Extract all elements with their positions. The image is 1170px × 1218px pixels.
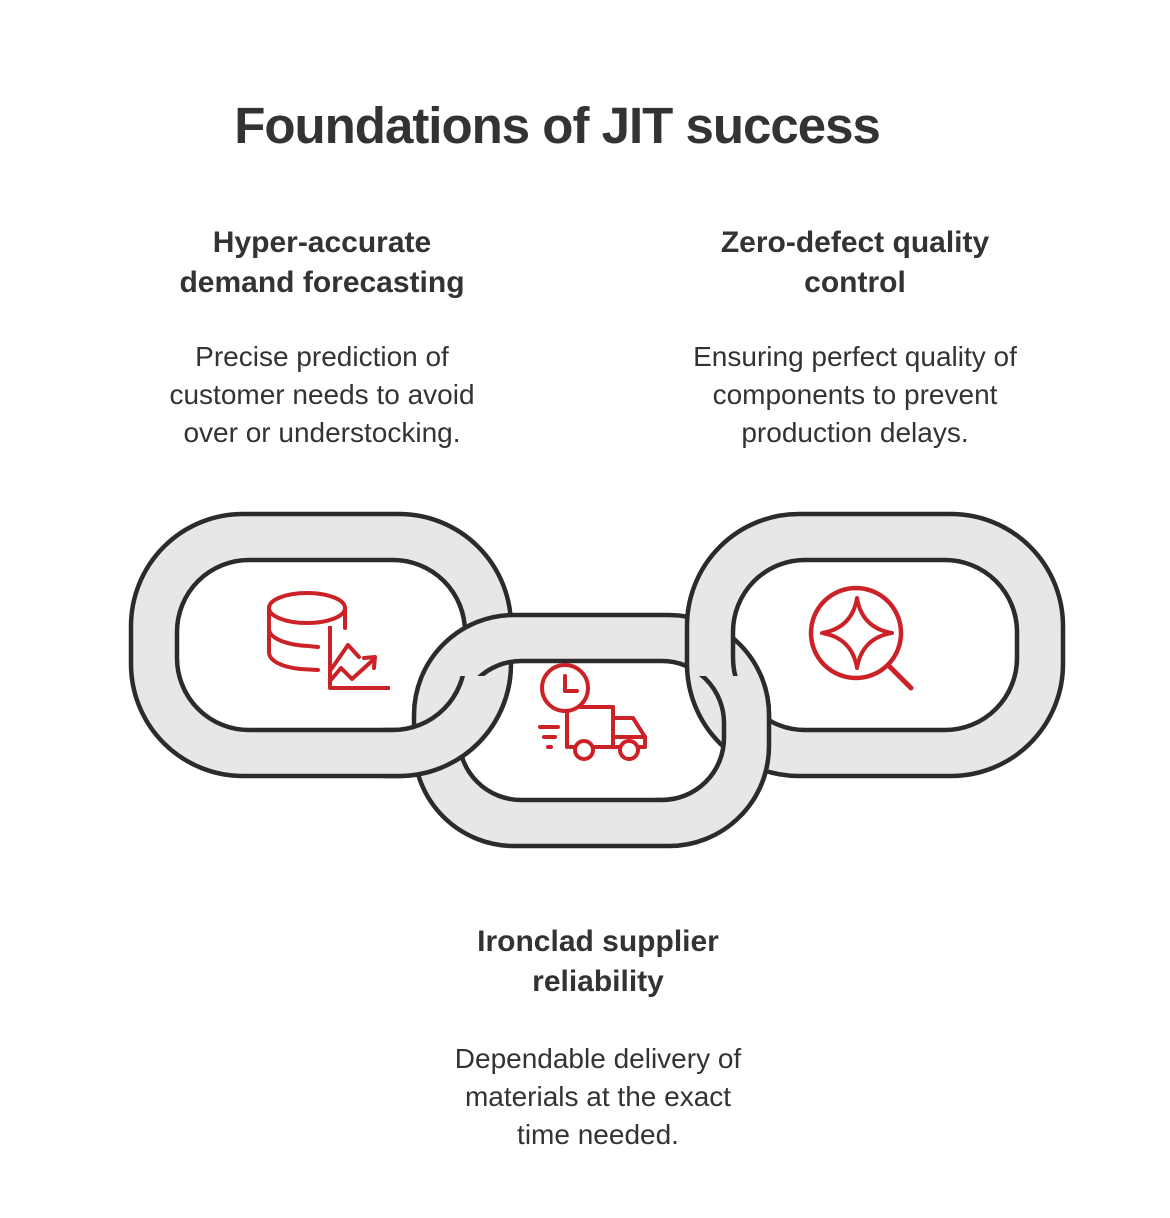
section-demand-forecasting: Hyper-accurate demand forecasting Precis…: [110, 223, 534, 448]
forecasting-description: Precise prediction of customer needs to …: [169, 341, 475, 448]
delivery-truck-clock-icon: [538, 663, 647, 761]
section-supplier-reliability: Ironclad supplier reliability Dependable…: [386, 922, 810, 1150]
supplier-heading: Ironclad supplier reliability: [477, 925, 719, 998]
sparkle-magnifier-icon: [808, 585, 914, 691]
page-title: Foundations of JIT success: [234, 97, 881, 155]
forecasting-heading: Hyper-accurate demand forecasting: [179, 226, 465, 299]
supplier-description: Dependable delivery of materials at the …: [454, 1043, 742, 1150]
database-trend-icon: [267, 591, 390, 692]
chain-link-right: [684, 511, 1066, 779]
quality-description: Ensuring perfect quality of components t…: [693, 341, 1017, 448]
section-quality-control: Zero-defect quality control Ensuring per…: [643, 223, 1067, 448]
quality-heading: Zero-defect quality control: [720, 226, 990, 299]
